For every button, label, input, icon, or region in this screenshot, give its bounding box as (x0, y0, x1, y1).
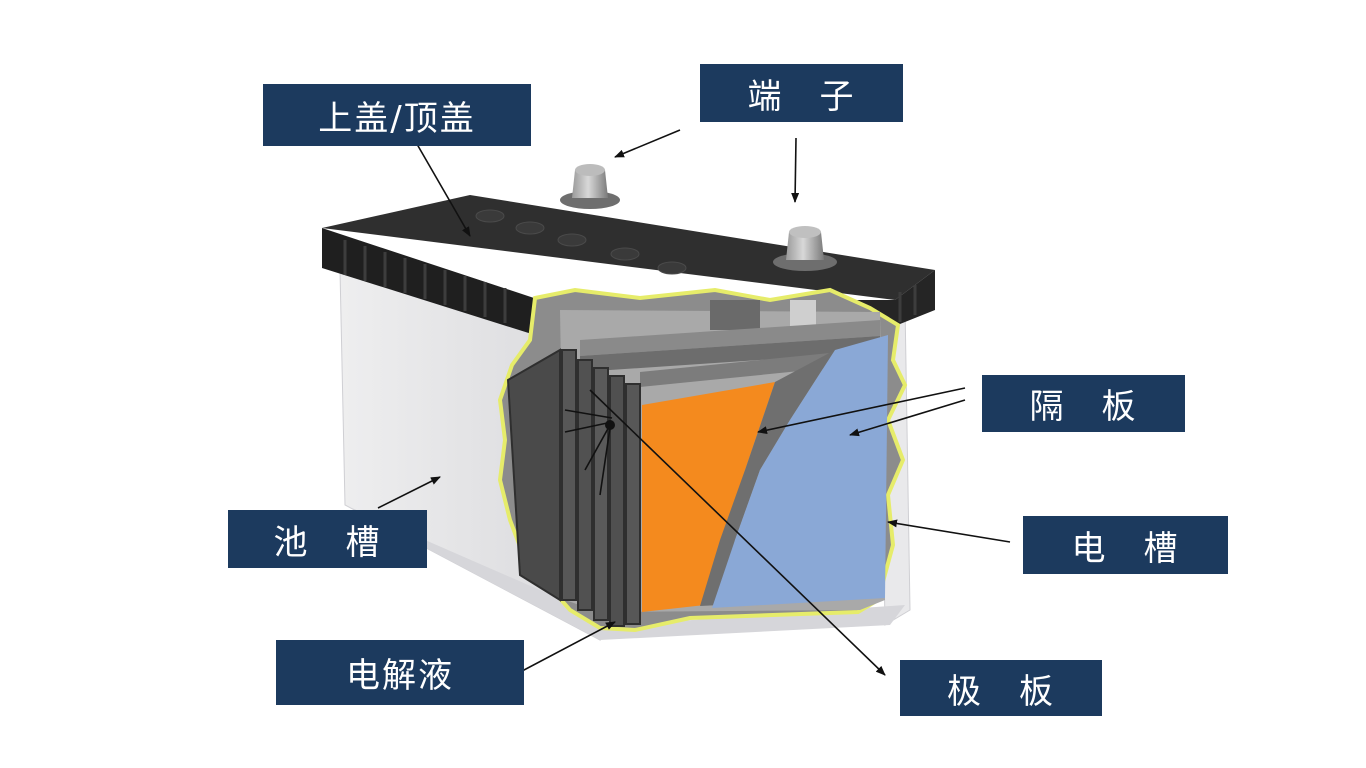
arrow-separator-1 (757, 387, 966, 435)
label-container: 电 槽 (1023, 516, 1228, 574)
arrow-container (887, 519, 1011, 543)
label-top-cover: 上盖/顶盖 (263, 84, 531, 146)
terminal-positive (560, 164, 620, 209)
arrow-terminal-left (614, 129, 681, 158)
plate-orange (642, 382, 775, 612)
plate-stack (506, 348, 641, 627)
lid-ribs (343, 240, 917, 323)
inner-post-left (710, 300, 760, 330)
lid-vent-caps (475, 209, 687, 275)
battery-case-bottom (345, 505, 905, 640)
separator-layer-blue (712, 335, 888, 608)
battery-lid-top (322, 195, 935, 300)
arrow-plate-hub (605, 420, 615, 430)
label-terminal: 端 子 (700, 64, 903, 122)
separator-layer-grey (700, 350, 835, 606)
arrow-plate-main (589, 389, 886, 676)
plate-strap (580, 320, 880, 387)
arrow-separator-2 (849, 399, 966, 437)
arrow-plate-4 (599, 427, 611, 496)
terminal-negative (773, 226, 837, 271)
arrow-plate-1 (564, 409, 613, 419)
label-plate: 极 板 (900, 660, 1102, 716)
arrow-terminal-down (791, 137, 800, 203)
arrow-top-cover (409, 131, 471, 237)
callout-arrows (377, 129, 1011, 681)
arrow-plate-3 (584, 424, 611, 471)
arrow-cell-tank (377, 476, 441, 509)
label-separator: 隔 板 (982, 375, 1185, 432)
label-cell-tank: 池 槽 (228, 510, 427, 568)
label-electrolyte: 电解液 (276, 640, 524, 705)
arrow-plate-2 (564, 421, 613, 433)
